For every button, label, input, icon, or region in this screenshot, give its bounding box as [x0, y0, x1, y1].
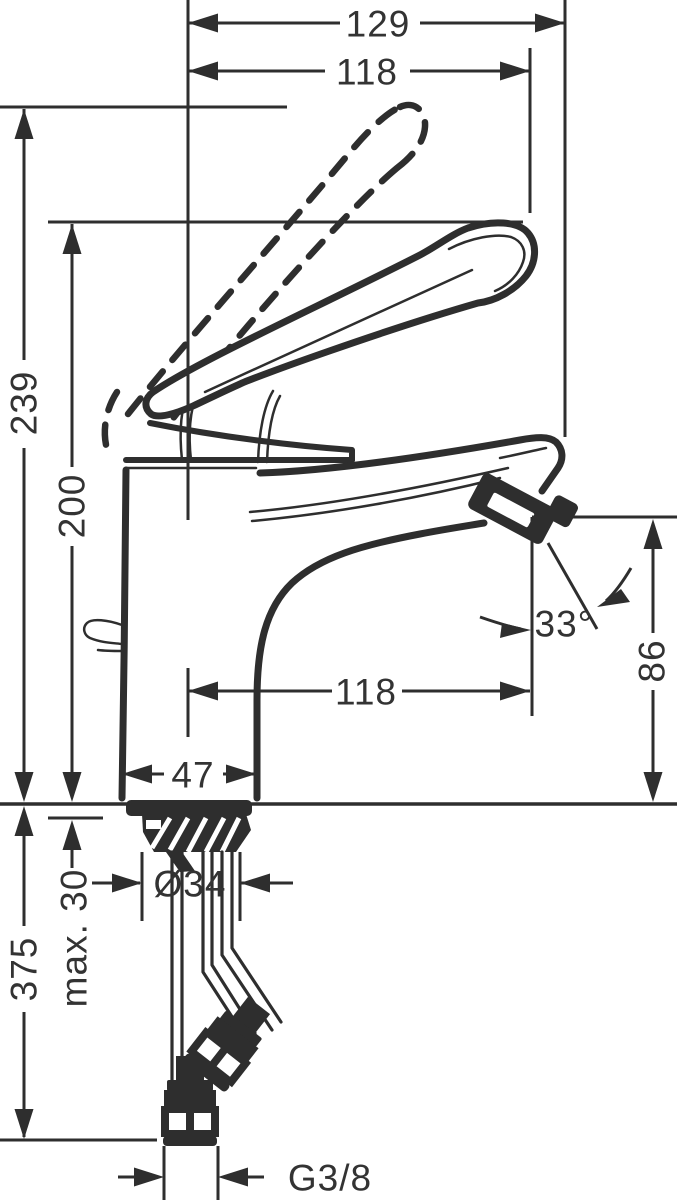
dim-label-86: 86	[632, 639, 673, 682]
dim-label-g38: G3/8	[288, 1158, 372, 1199]
angle-33-annotation	[479, 542, 633, 638]
dim-label-118-lower: 118	[335, 672, 397, 713]
handle-body-joint	[123, 420, 355, 470]
body-side-tab	[82, 618, 124, 653]
dim-label-33deg: 33°	[535, 604, 594, 645]
aerator	[468, 473, 578, 544]
hose-connector-left	[161, 1056, 219, 1146]
dim-label-max30: max. 30	[54, 869, 95, 1008]
ext-lines-g38	[162, 1146, 220, 1200]
faucet-body-outline	[118, 434, 566, 802]
dim-label-47: 47	[171, 755, 214, 796]
hose-connector-right	[183, 996, 271, 1092]
dim-label-118-top: 118	[336, 52, 398, 93]
dim-label-200: 200	[52, 474, 93, 539]
ext-lines-dia34	[140, 852, 242, 921]
dim-label-dia34: Ø34	[154, 864, 227, 905]
faucet-artwork	[82, 101, 578, 1146]
dim-label-129: 129	[346, 4, 411, 45]
dim-label-375: 375	[4, 937, 45, 1002]
dim-label-239: 239	[4, 371, 45, 436]
dimension-labels: 129 118 239 200 33° 86 118 47 Ø34 max. 3…	[4, 4, 673, 1199]
